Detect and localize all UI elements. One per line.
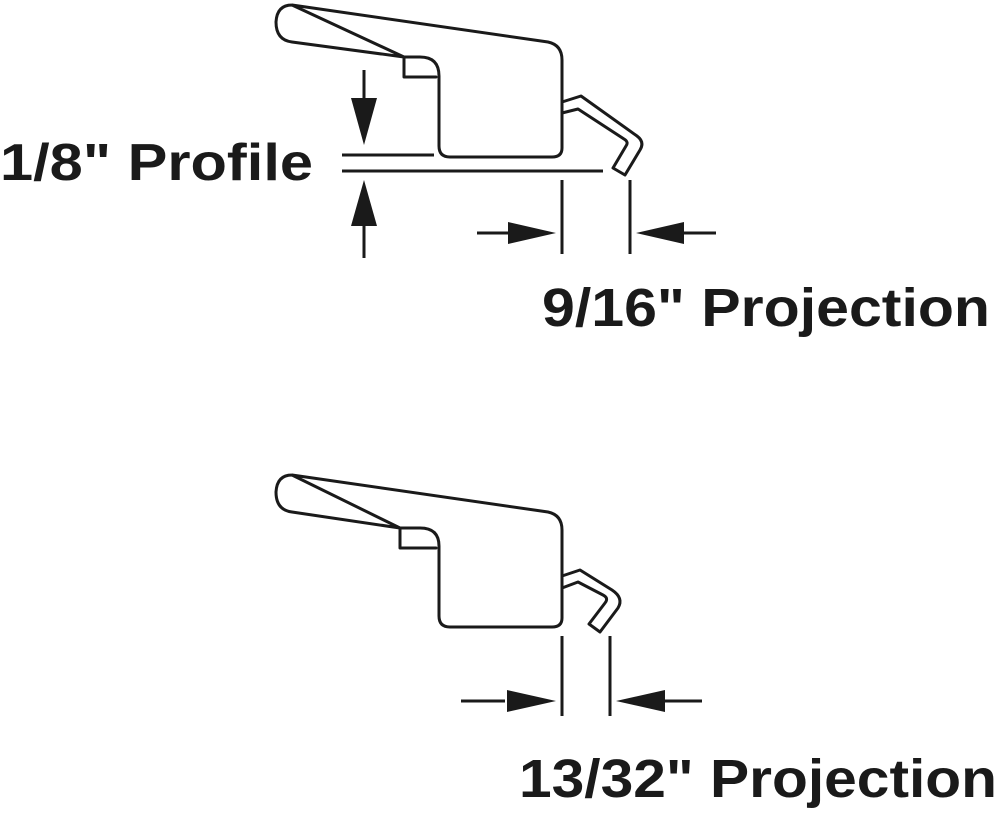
bottom-clip-hook bbox=[560, 568, 622, 634]
projection-bottom-dimension bbox=[461, 636, 702, 716]
projection-bottom-label: 13/32" Projection bbox=[519, 749, 997, 809]
profile-arrow-bottom-head bbox=[351, 180, 377, 226]
projection-top-arrow-right-head bbox=[636, 222, 684, 244]
projection-top-label: 9/16" Projection bbox=[542, 278, 990, 338]
projection-bottom-arrow-right-head bbox=[616, 690, 665, 712]
top-clip-body bbox=[274, 3, 564, 159]
profile-label: 1/8" Profile bbox=[0, 134, 313, 192]
top-clip-illustration bbox=[274, 3, 644, 177]
top-clip-hook bbox=[560, 94, 644, 177]
projection-top-dimension bbox=[477, 180, 716, 254]
profile-arrow-top-head bbox=[351, 98, 377, 145]
bottom-clip-body bbox=[274, 473, 564, 629]
profile-dimension bbox=[342, 70, 603, 258]
projection-bottom-arrow-left-head bbox=[507, 690, 556, 712]
projection-top-arrow-left-head bbox=[508, 222, 556, 244]
bottom-clip-illustration bbox=[274, 473, 622, 634]
